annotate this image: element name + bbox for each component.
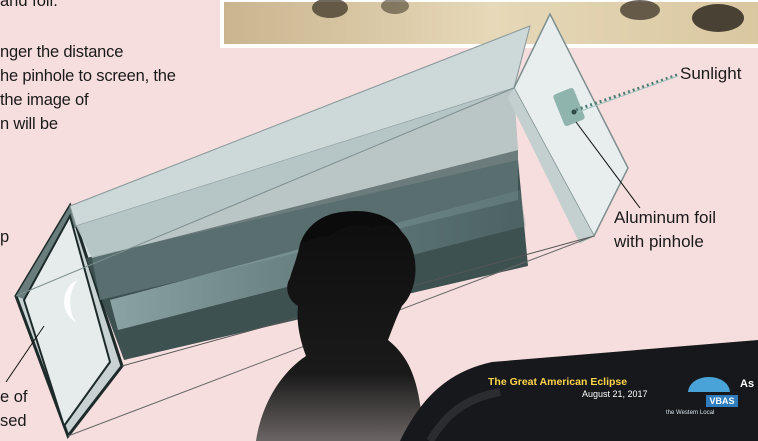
pinhole-end bbox=[508, 14, 628, 244]
brand-tagline: the Western Local bbox=[666, 410, 714, 416]
paragraph-line: the image of bbox=[0, 88, 250, 112]
eclipse-photo bbox=[222, 0, 758, 46]
eclipse-title: The Great American Eclipse bbox=[488, 376, 627, 388]
eclipse-date: August 21, 2017 bbox=[582, 389, 648, 399]
text-fragment-p: p bbox=[0, 226, 9, 248]
foil-label: Aluminum foil with pinhole bbox=[614, 206, 716, 254]
sunlight-label: Sunlight bbox=[680, 64, 741, 84]
paragraph-line: nger the distance bbox=[0, 40, 250, 64]
paragraph-line: he pinhole to screen, the bbox=[0, 64, 250, 88]
brand-name-fragment: As bbox=[740, 378, 754, 390]
label-image-fragment: e of bbox=[0, 386, 28, 408]
vbas-logo: VBAS bbox=[706, 395, 738, 407]
paragraph-line: n will be bbox=[0, 112, 250, 136]
distance-paragraph: nger the distance he pinhole to screen, … bbox=[0, 40, 250, 136]
pinhole bbox=[572, 110, 577, 115]
foil-label-line1: Aluminum foil bbox=[614, 206, 716, 230]
paragraph-top-fragment: and foil. bbox=[0, 0, 58, 11]
label-image-fragment-2: sed bbox=[0, 410, 27, 432]
foil-label-line2: with pinhole bbox=[614, 230, 716, 254]
brand-panel bbox=[400, 340, 758, 441]
